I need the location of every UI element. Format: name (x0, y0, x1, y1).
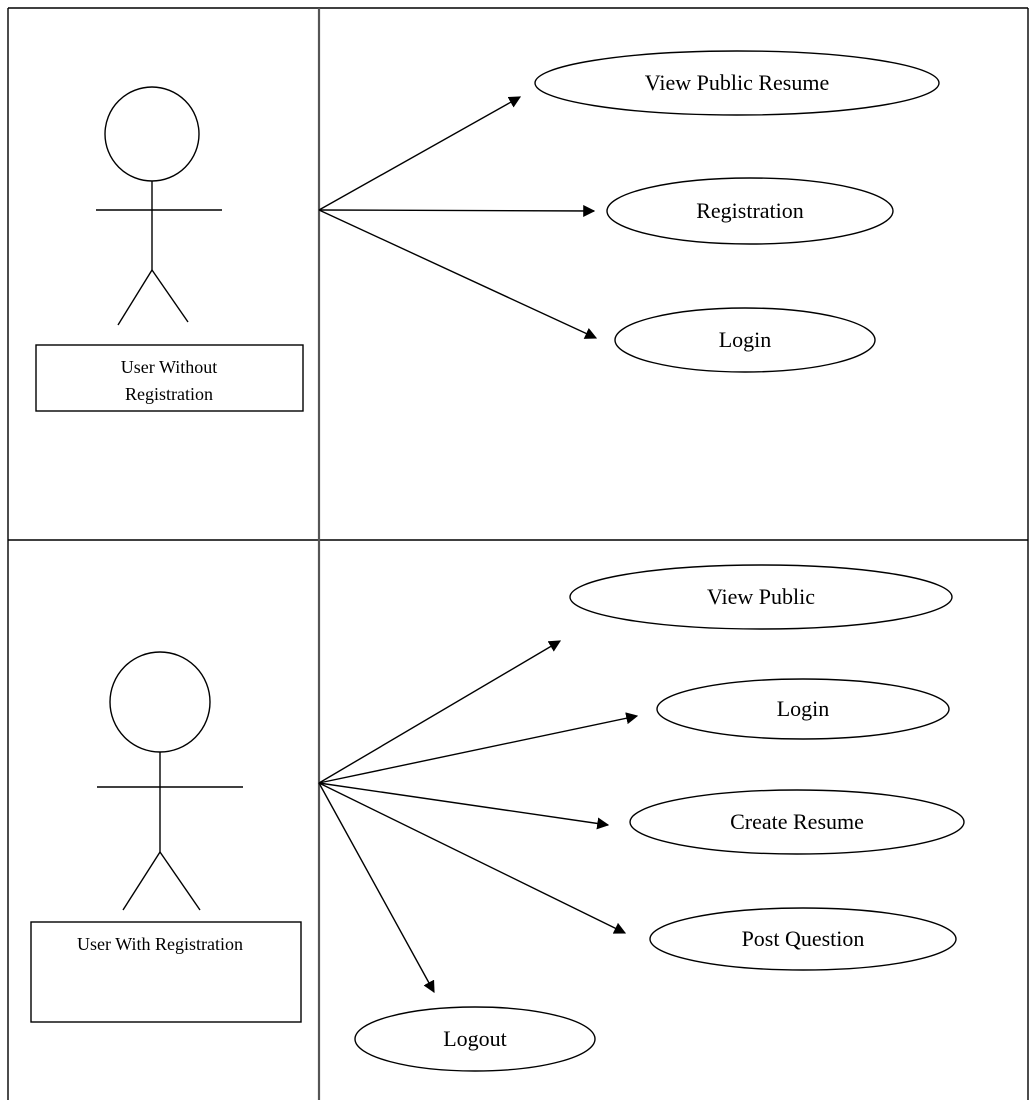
svg-text:Registration: Registration (696, 198, 804, 223)
use-case-login: Login (656, 678, 950, 740)
bottom-section: User With Registration View Public Login… (30, 564, 965, 1072)
use-case-login: Login (614, 307, 876, 373)
top-section: User Without Registration View Public Re… (35, 50, 940, 412)
actor-label: User With Registration (77, 934, 243, 954)
svg-text:Post Question: Post Question (742, 926, 865, 951)
svg-text:View Public: View Public (707, 584, 815, 609)
actor-label-box (30, 921, 302, 1023)
association-arrows (318, 96, 598, 339)
actor-label-line2: Registration (125, 384, 213, 404)
use-case-logout: Logout (354, 1006, 596, 1072)
actor-stick-figure-icon (97, 651, 243, 911)
use-case-view-public-resume: View Public Resume (534, 50, 940, 116)
actor-stick-figure-icon (96, 86, 222, 326)
actor-label-box (35, 344, 304, 412)
diagram-frame (7, 7, 1029, 1100)
svg-text:Create Resume: Create Resume (730, 809, 864, 834)
svg-text:Login: Login (719, 327, 772, 352)
svg-text:Login: Login (777, 696, 830, 721)
use-case-view-public: View Public (569, 564, 953, 630)
association-arrows (318, 640, 639, 994)
svg-text:View Public Resume: View Public Resume (645, 70, 829, 95)
actor-label-line1: User Without (121, 357, 217, 377)
use-case-post-question: Post Question (649, 907, 957, 971)
use-case-registration: Registration (606, 177, 894, 245)
use-case-create-resume: Create Resume (629, 789, 965, 855)
svg-text:Logout: Logout (443, 1026, 507, 1051)
